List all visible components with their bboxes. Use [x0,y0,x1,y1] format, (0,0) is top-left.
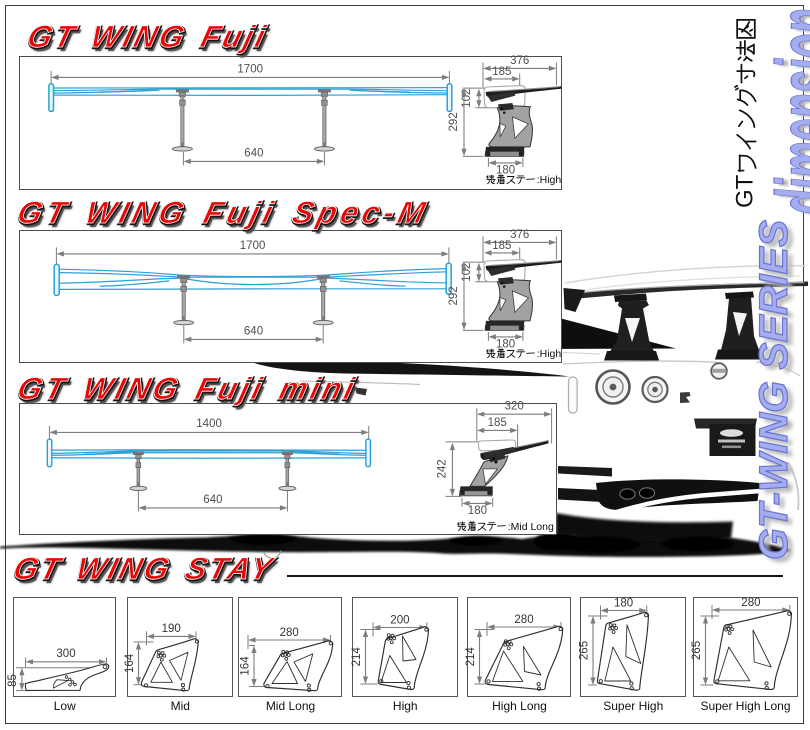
svg-text:320: 320 [505,401,524,413]
svg-text:GT: GT [732,174,759,208]
svg-text:292: 292 [448,286,460,305]
svg-text::Mid Long: :Mid Long [508,521,554,533]
svg-text:214: 214 [465,647,477,667]
svg-text:180: 180 [614,597,633,609]
svg-text:300: 300 [56,648,75,660]
svg-text:292: 292 [448,112,460,131]
svg-text:164: 164 [124,653,136,673]
svg-text:180: 180 [468,505,487,517]
svg-text:265: 265 [579,641,591,660]
svg-text:376: 376 [510,229,529,241]
svg-text:640: 640 [244,325,263,337]
svg-text:265: 265 [691,641,703,660]
svg-text::High: :High [537,348,562,360]
svg-text:280: 280 [514,614,533,626]
svg-text:164: 164 [240,656,252,676]
svg-text:376: 376 [510,55,529,67]
svg-text:242: 242 [436,459,448,478]
svg-text:640: 640 [244,147,263,159]
svg-text::High: :High [537,174,562,186]
svg-text:640: 640 [203,494,222,506]
svg-text:214: 214 [351,647,363,667]
svg-text:190: 190 [162,623,181,635]
svg-text:185: 185 [492,240,511,252]
svg-text:180: 180 [496,164,515,176]
svg-text:1700: 1700 [240,240,266,252]
svg-text:85: 85 [7,674,19,687]
svg-text:280: 280 [741,597,760,609]
svg-text:280: 280 [280,627,299,639]
svg-text:200: 200 [390,614,409,626]
svg-text:1700: 1700 [237,63,263,75]
svg-text:1400: 1400 [196,418,222,430]
svg-text:185: 185 [492,66,511,78]
svg-text:185: 185 [488,417,507,429]
svg-text:180: 180 [496,338,515,350]
